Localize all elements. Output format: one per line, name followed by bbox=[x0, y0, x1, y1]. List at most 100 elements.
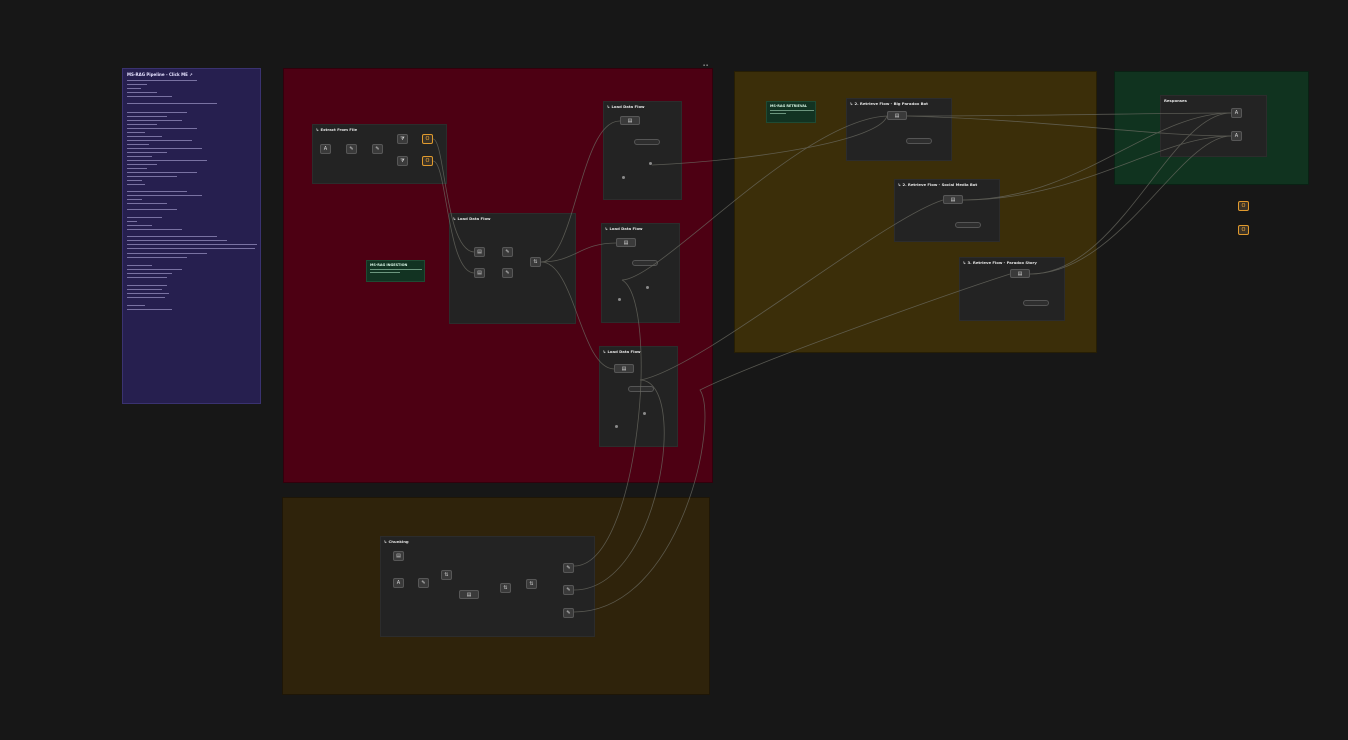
text-node[interactable]: A bbox=[1231, 131, 1242, 141]
config-pill[interactable] bbox=[628, 386, 654, 392]
merge-node[interactable]: ⇅ bbox=[500, 583, 511, 593]
subgraph-extract[interactable]: ↳ Extract From File bbox=[312, 124, 447, 184]
file-icon: ▤ bbox=[466, 592, 472, 598]
config-pill[interactable] bbox=[955, 222, 981, 228]
vector-store-node[interactable]: ▤ bbox=[614, 364, 634, 373]
subgraph-extract-title: ↳ Extract From File bbox=[316, 127, 358, 132]
subgraph-retrieve-big-title: ↳ 2. Retrieve Flow - Big Paradox Bot bbox=[850, 101, 928, 106]
vector-store-node[interactable]: ▤ bbox=[616, 238, 636, 247]
edit-node[interactable]: ✎ bbox=[563, 585, 574, 595]
text-A-icon: A bbox=[1234, 133, 1239, 139]
file-icon: ▤ bbox=[894, 113, 900, 119]
text-A-icon: A bbox=[323, 146, 328, 152]
subgraph-load-center-title: ↳ Load Data Flow bbox=[453, 216, 491, 221]
input-node[interactable]: ▤ bbox=[474, 268, 485, 278]
retrieval-sticky-title: MS-RAG RETRIEVAL bbox=[770, 104, 808, 108]
file-icon: ▤ bbox=[1017, 271, 1023, 277]
text-A-icon: A bbox=[396, 580, 401, 586]
output-node[interactable]: O bbox=[422, 134, 433, 144]
ingestion-sticky-title: MS-RAG INGESTION bbox=[370, 263, 408, 267]
pencil-icon: ✎ bbox=[566, 610, 571, 616]
edit-node[interactable]: ✎ bbox=[346, 144, 357, 154]
port-dot bbox=[622, 176, 625, 179]
subgraph-load-top-title: ↳ Load Data Flow bbox=[607, 104, 645, 109]
retriever-node[interactable]: ▤ bbox=[887, 111, 907, 120]
subgraph-responses-title: Responses bbox=[1164, 98, 1187, 103]
retriever-node[interactable]: ▤ bbox=[943, 195, 963, 204]
subgraph-load-mid[interactable]: ↳ Load Data Flow bbox=[601, 223, 680, 323]
text-A-icon: A bbox=[1234, 110, 1239, 116]
input-node[interactable]: ▤ bbox=[474, 247, 485, 257]
input-node[interactable]: ▤ bbox=[393, 551, 404, 561]
sort-icon: ⇅ bbox=[503, 585, 508, 591]
pencil-icon: ✎ bbox=[566, 565, 571, 571]
subgraph-load-bottom[interactable]: ↳ Load Data Flow bbox=[599, 346, 678, 447]
output-ring-icon: O bbox=[1241, 227, 1246, 233]
port-dot bbox=[649, 162, 652, 165]
config-pill[interactable] bbox=[906, 138, 932, 144]
subgraph-retrieve-paradox[interactable]: ↳ 3. Retrieve Flow - Paradox Story bbox=[959, 257, 1065, 321]
pencil-icon: ✎ bbox=[505, 270, 510, 276]
filter-icon: ⧩ bbox=[400, 136, 405, 142]
ingestion-sticky[interactable]: MS-RAG INGESTION bbox=[366, 260, 425, 282]
text-node[interactable]: A bbox=[1231, 108, 1242, 118]
retriever-node[interactable]: ▤ bbox=[1010, 269, 1030, 278]
sort-icon: ⇅ bbox=[533, 259, 538, 265]
file-icon: ▤ bbox=[627, 118, 633, 124]
edit-node[interactable]: ✎ bbox=[502, 247, 513, 257]
subgraph-retrieve-big[interactable]: ↳ 2. Retrieve Flow - Big Paradox Bot bbox=[846, 98, 952, 161]
subgraph-retrieve-social[interactable]: ↳ 2. Retrieve Flow - Social Media Bot bbox=[894, 179, 1000, 242]
readme-note[interactable]: MS-RAG Pipeline - Click ME ↗ bbox=[122, 68, 261, 404]
pencil-icon: ✎ bbox=[421, 580, 426, 586]
filter-node[interactable]: ⧩ bbox=[397, 134, 408, 144]
edit-node[interactable]: ✎ bbox=[418, 578, 429, 588]
output-node[interactable]: O bbox=[422, 156, 433, 166]
port-dot bbox=[643, 412, 646, 415]
filter-icon: ⧩ bbox=[400, 158, 405, 164]
edit-node[interactable]: ✎ bbox=[563, 563, 574, 573]
edit-node[interactable]: ✎ bbox=[502, 268, 513, 278]
retrieval-sticky[interactable]: MS-RAG RETRIEVAL bbox=[766, 101, 816, 123]
file-icon: ▤ bbox=[623, 240, 629, 246]
config-pill[interactable] bbox=[1023, 300, 1049, 306]
subgraph-load-bottom-title: ↳ Load Data Flow bbox=[603, 349, 641, 354]
pencil-icon: ✎ bbox=[505, 249, 510, 255]
output-node[interactable]: O bbox=[1238, 201, 1249, 211]
subgraph-load-top[interactable]: ↳ Load Data Flow bbox=[603, 101, 682, 200]
merge-node[interactable]: ⇅ bbox=[526, 579, 537, 589]
edit-node[interactable]: ✎ bbox=[563, 608, 574, 618]
port-dot bbox=[646, 286, 649, 289]
port-dot bbox=[618, 298, 621, 301]
vector-store-node[interactable]: ▤ bbox=[620, 116, 640, 125]
pencil-icon: ✎ bbox=[349, 146, 354, 152]
split-node[interactable]: ⇅ bbox=[441, 570, 452, 580]
sort-icon: ⇅ bbox=[529, 581, 534, 587]
config-pill[interactable] bbox=[632, 260, 658, 266]
subgraph-retrieve-paradox-title: ↳ 3. Retrieve Flow - Paradox Story bbox=[963, 260, 1037, 265]
subgraph-retrieve-social-title: ↳ 2. Retrieve Flow - Social Media Bot bbox=[898, 182, 978, 187]
file-icon: ▤ bbox=[950, 197, 956, 203]
subgraph-load-mid-title: ↳ Load Data Flow bbox=[605, 226, 643, 231]
config-pill[interactable] bbox=[634, 139, 660, 145]
pencil-icon: ✎ bbox=[375, 146, 380, 152]
file-icon: ▤ bbox=[396, 553, 401, 559]
file-icon: ▤ bbox=[477, 270, 482, 276]
sort-icon: ⇅ bbox=[444, 572, 449, 578]
filter-node[interactable]: ⧩ bbox=[397, 156, 408, 166]
output-node[interactable]: O bbox=[1238, 225, 1249, 235]
text-node[interactable]: A bbox=[393, 578, 404, 588]
output-ring-icon: O bbox=[1241, 203, 1246, 209]
file-icon: ▤ bbox=[477, 249, 482, 255]
subgraph-responses[interactable]: Responses bbox=[1160, 95, 1267, 157]
canvas-marker: ▪ ▪ bbox=[703, 63, 709, 67]
text-node[interactable]: A bbox=[320, 144, 331, 154]
output-ring-icon: O bbox=[425, 136, 430, 142]
port-dot bbox=[615, 425, 618, 428]
edit-node[interactable]: ✎ bbox=[372, 144, 383, 154]
output-ring-icon: O bbox=[425, 158, 430, 164]
splitter-node[interactable]: ▤ bbox=[459, 590, 479, 599]
merge-node[interactable]: ⇅ bbox=[530, 257, 541, 267]
subgraph-chunking[interactable]: ↳ Chunking bbox=[380, 536, 595, 637]
pencil-icon: ✎ bbox=[566, 587, 571, 593]
